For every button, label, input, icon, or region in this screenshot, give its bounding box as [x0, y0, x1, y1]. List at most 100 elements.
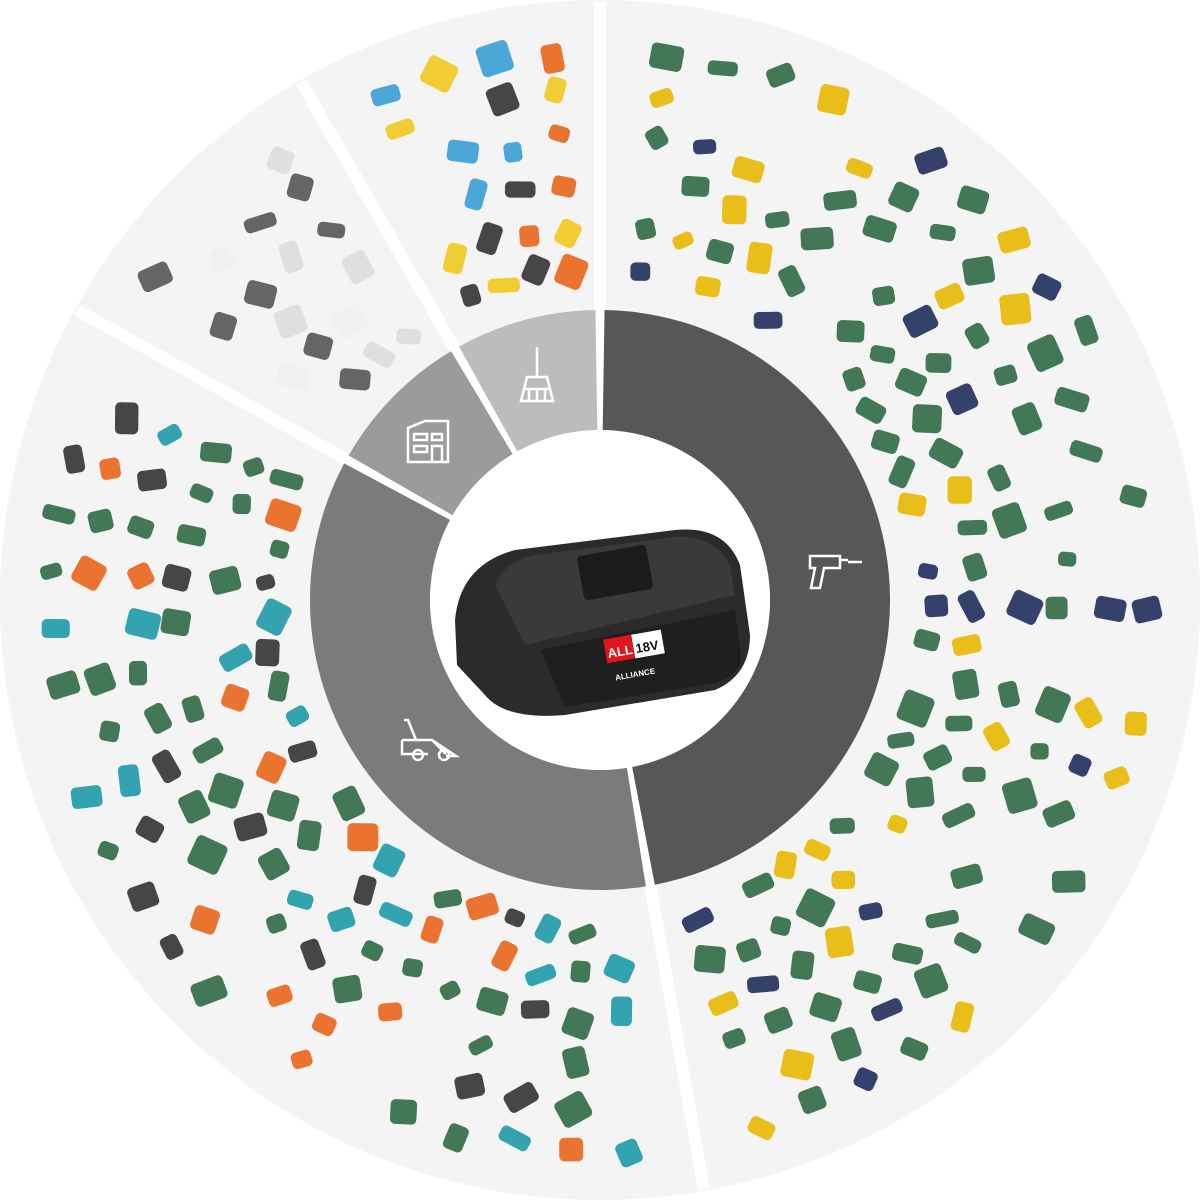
tool-thumbnail[interactable]	[401, 957, 424, 978]
tool-thumbnail[interactable]	[648, 87, 675, 110]
tool-thumbnail[interactable]	[284, 704, 311, 729]
tool-thumbnail[interactable]	[790, 950, 815, 981]
tool-thumbnail[interactable]	[69, 554, 108, 593]
tool-thumbnail[interactable]	[1102, 765, 1131, 791]
tool-thumbnail[interactable]	[707, 60, 738, 77]
tool-thumbnail[interactable]	[802, 837, 832, 862]
tool-thumbnail[interactable]	[126, 561, 157, 592]
tool-thumbnail[interactable]	[438, 979, 462, 1002]
tool-thumbnail[interactable]	[264, 497, 303, 533]
tool-thumbnail[interactable]	[286, 172, 315, 202]
tool-thumbnail[interactable]	[487, 277, 521, 294]
tool-thumbnail[interactable]	[384, 117, 416, 141]
tool-thumbnail[interactable]	[922, 743, 954, 772]
tool-thumbnail[interactable]	[1005, 588, 1045, 626]
tool-thumbnail[interactable]	[886, 813, 909, 835]
tool-thumbnail[interactable]	[207, 245, 237, 275]
tool-thumbnail[interactable]	[721, 1027, 747, 1050]
tool-thumbnail[interactable]	[98, 720, 121, 743]
tool-thumbnail[interactable]	[796, 1084, 828, 1115]
tool-thumbnail[interactable]	[1119, 484, 1149, 509]
tool-thumbnail[interactable]	[419, 914, 444, 945]
tool-thumbnail[interactable]	[981, 720, 1012, 753]
tool-thumbnail[interactable]	[441, 1122, 470, 1154]
tool-thumbnail[interactable]	[570, 960, 591, 983]
tool-thumbnail[interactable]	[207, 771, 245, 810]
tool-thumbnail[interactable]	[465, 892, 501, 922]
tool-thumbnail[interactable]	[610, 996, 633, 1027]
tool-thumbnail[interactable]	[925, 909, 960, 929]
tool-thumbnail[interactable]	[547, 123, 571, 144]
tool-thumbnail[interactable]	[340, 248, 376, 285]
tool-thumbnail[interactable]	[800, 226, 834, 251]
tool-thumbnail[interactable]	[740, 871, 776, 900]
tool-thumbnail[interactable]	[963, 321, 991, 351]
tool-thumbnail[interactable]	[467, 1033, 495, 1057]
tool-thumbnail[interactable]	[266, 789, 301, 823]
tool-thumbnail[interactable]	[389, 1099, 418, 1125]
tool-thumbnail[interactable]	[484, 81, 521, 118]
tool-thumbnail[interactable]	[1034, 685, 1073, 725]
tool-thumbnail[interactable]	[189, 904, 222, 936]
broom-icon[interactable]	[515, 345, 559, 405]
tool-thumbnail[interactable]	[126, 514, 156, 540]
tool-thumbnail[interactable]	[731, 155, 766, 184]
tool-thumbnail[interactable]	[956, 588, 987, 624]
tool-thumbnail[interactable]	[552, 217, 583, 250]
tool-thumbnail[interactable]	[929, 223, 957, 242]
tool-thumbnail[interactable]	[694, 275, 721, 298]
tool-thumbnail[interactable]	[161, 563, 193, 593]
tool-thumbnail[interactable]	[191, 736, 225, 765]
tool-thumbnail[interactable]	[126, 880, 161, 913]
tool-thumbnail[interactable]	[317, 221, 346, 239]
tool-thumbnail[interactable]	[255, 573, 277, 592]
tool-thumbnail[interactable]	[503, 907, 527, 929]
tool-thumbnail[interactable]	[217, 642, 254, 674]
tool-thumbnail[interactable]	[553, 252, 590, 291]
tool-thumbnail[interactable]	[905, 776, 935, 809]
tool-thumbnail[interactable]	[41, 619, 70, 639]
tool-thumbnail[interactable]	[808, 991, 843, 1023]
tool-thumbnail[interactable]	[459, 283, 483, 308]
tool-thumbnail[interactable]	[634, 217, 657, 241]
tool-thumbnail[interactable]	[1030, 743, 1049, 760]
tool-thumbnail[interactable]	[925, 353, 952, 373]
tool-thumbnail[interactable]	[887, 180, 921, 214]
tool-thumbnail[interactable]	[268, 539, 290, 560]
tool-thumbnail[interactable]	[913, 146, 949, 176]
tool-thumbnail[interactable]	[136, 468, 168, 492]
tool-thumbnail[interactable]	[721, 195, 747, 225]
tool-thumbnail[interactable]	[824, 925, 854, 959]
tool-thumbnail[interactable]	[361, 340, 397, 370]
tool-thumbnail[interactable]	[543, 75, 568, 104]
tool-thumbnail[interactable]	[41, 503, 76, 526]
tool-thumbnail[interactable]	[533, 912, 563, 945]
tool-thumbnail[interactable]	[947, 476, 972, 504]
tool-thumbnail[interactable]	[1041, 799, 1077, 829]
tool-thumbnail[interactable]	[272, 303, 309, 340]
tool-thumbnail[interactable]	[339, 368, 371, 391]
tool-thumbnail[interactable]	[912, 962, 949, 1000]
tool-thumbnail[interactable]	[45, 669, 82, 701]
tool-thumbnail[interactable]	[1025, 333, 1065, 374]
tool-thumbnail[interactable]	[158, 932, 185, 961]
tool-thumbnail[interactable]	[124, 607, 162, 641]
tool-thumbnail[interactable]	[520, 1000, 550, 1019]
tool-thumbnail[interactable]	[706, 990, 740, 1018]
tool-thumbnail[interactable]	[208, 565, 242, 596]
tool-thumbnail[interactable]	[150, 748, 183, 785]
tool-thumbnail[interactable]	[1051, 870, 1086, 893]
tool-thumbnail[interactable]	[233, 811, 269, 842]
tool-thumbnail[interactable]	[114, 402, 139, 435]
tool-thumbnail[interactable]	[396, 328, 422, 345]
tool-thumbnail[interactable]	[643, 124, 670, 152]
tool-thumbnail[interactable]	[829, 817, 855, 835]
tool-thumbnail[interactable]	[502, 1080, 541, 1115]
segment-cleaning[interactable]	[458, 310, 598, 452]
segment-household[interactable]	[348, 351, 513, 516]
tool-thumbnail[interactable]	[1073, 314, 1100, 347]
tool-thumbnail[interactable]	[1053, 386, 1091, 414]
tool-thumbnail[interactable]	[830, 1026, 863, 1063]
tool-thumbnail[interactable]	[136, 260, 175, 294]
tool-thumbnail[interactable]	[692, 139, 717, 155]
